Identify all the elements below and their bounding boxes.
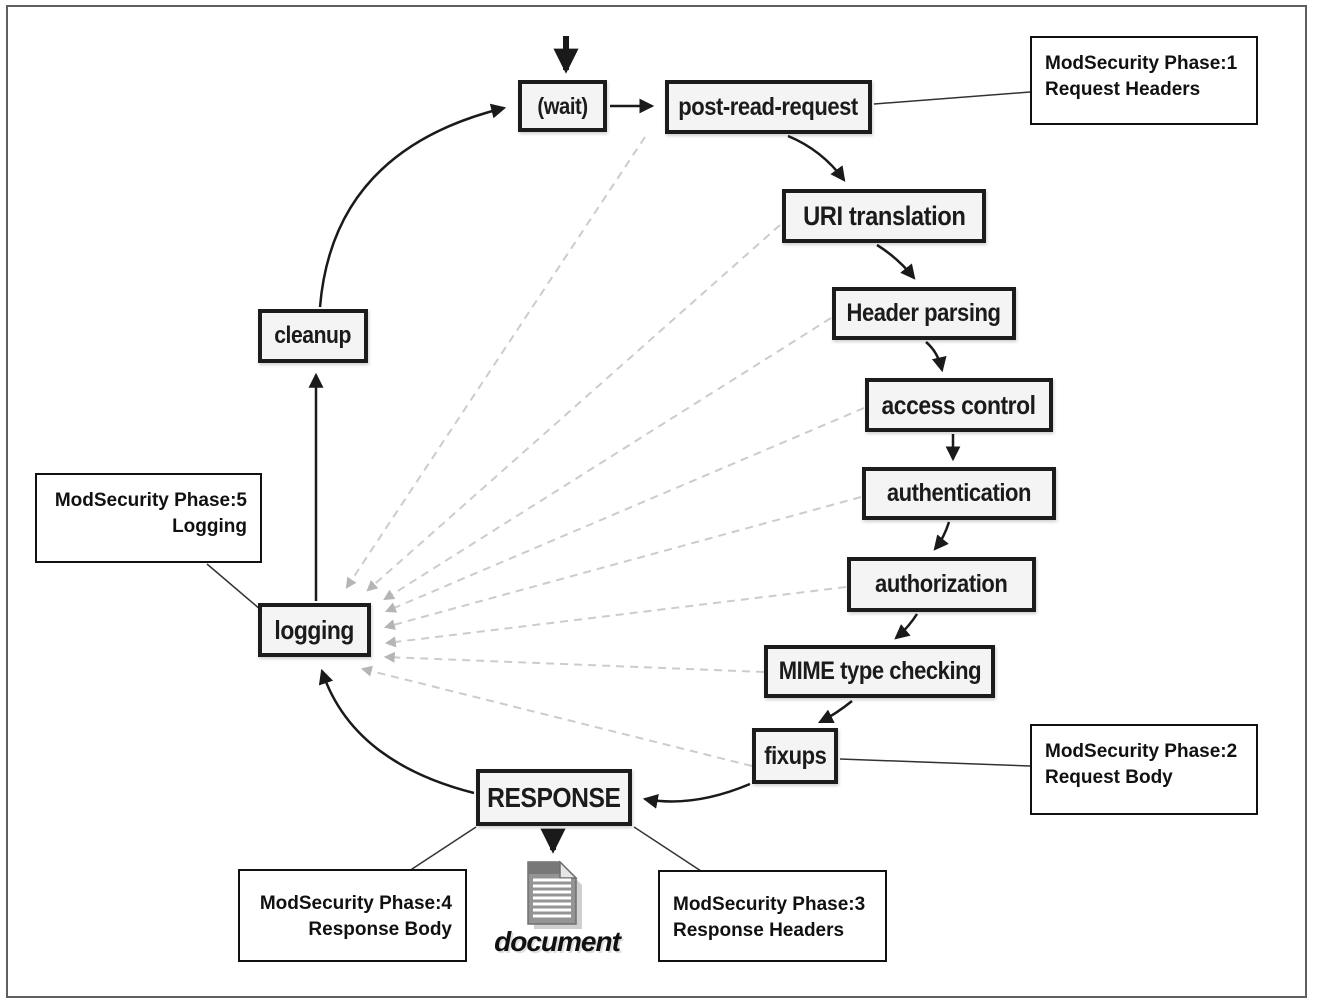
dashed-access-control-to-logging — [384, 407, 865, 613]
dashed-header-parsing-to-logging — [383, 317, 832, 601]
annotation-phase2: ModSecurity Phase:2 Request Body — [1030, 724, 1258, 815]
node-cleanup: cleanup — [258, 309, 368, 363]
node-authorization: authorization — [847, 557, 1036, 612]
annotation-phase1-line1: ModSecurity Phase:1 — [1045, 53, 1238, 74]
node-logging-label: logging — [274, 614, 355, 645]
node-uri-translation-label: URI translation — [802, 200, 966, 231]
annotation-phase3-line1: ModSecurity Phase:3 — [673, 894, 866, 915]
node-mime-type-checking: MIME type checking — [764, 645, 995, 698]
node-post-read-request-label: post-read-request — [678, 92, 859, 121]
node-access-control: access control — [865, 378, 1053, 432]
node-mime-type-checking-label: MIME type checking — [778, 657, 981, 685]
arrow-uri-translation-to-header-parsing — [876, 243, 916, 280]
dashed-post-read-request-to-logging — [345, 136, 646, 589]
node-response-label: RESPONSE — [487, 781, 621, 813]
node-header-parsing: Header parsing — [832, 287, 1016, 340]
arrow-response-to-logging — [318, 668, 475, 795]
node-wait: (wait) — [518, 80, 607, 132]
annotation-phase3-line2: Response Headers — [673, 920, 845, 941]
leader-response-to-phase3 — [633, 826, 702, 872]
arrow-mime-type-checking-to-fixups — [817, 700, 853, 724]
node-authentication: authentication — [862, 467, 1056, 520]
annotation-phase5-line2: Logging — [172, 516, 247, 537]
annotation-phase4-line2: Response Body — [308, 919, 452, 940]
dashed-mime-type-checking-to-logging — [383, 651, 765, 673]
annotation-phase5: ModSecurity Phase:5 Logging — [35, 473, 262, 563]
document-label: document — [494, 926, 621, 957]
node-uri-translation: URI translation — [782, 189, 986, 243]
node-authorization-label: authorization — [875, 570, 1008, 598]
dashed-authentication-to-logging — [383, 496, 862, 630]
dashed-uri-translation-to-logging — [366, 224, 781, 592]
dashed-fixups-to-logging — [360, 665, 753, 767]
node-authentication-label: authentication — [886, 479, 1032, 507]
leader-phase5-to-logging — [206, 563, 262, 611]
annotation-phase4-line1: ModSecurity Phase:4 — [259, 893, 452, 914]
document-icon — [527, 860, 582, 929]
diagram-frame — [6, 5, 1307, 998]
node-post-read-request: post-read-request — [665, 80, 872, 134]
annotation-phase1-line2: Request Headers — [1045, 79, 1201, 100]
arrow-authentication-to-authorization — [933, 521, 951, 551]
node-fixups-label: fixups — [763, 741, 827, 770]
annotation-phase3: ModSecurity Phase:3 Response Headers — [658, 870, 887, 962]
annotation-phase1: ModSecurity Phase:1 Request Headers — [1030, 36, 1258, 125]
annotation-phase5-line1: ModSecurity Phase:5 — [54, 490, 247, 511]
arrow-cleanup-to-wait — [318, 103, 507, 308]
node-header-parsing-label: Header parsing — [846, 299, 1001, 327]
node-wait-label: (wait) — [537, 92, 588, 119]
arrow-post-read-request-to-uri-translation — [787, 134, 846, 182]
arrow-header-parsing-to-access-control — [925, 341, 947, 373]
annotation-phase4: ModSecurity Phase:4 Response Body — [238, 869, 467, 962]
node-access-control-label: access control — [881, 389, 1037, 420]
arrow-fixups-to-response — [642, 782, 751, 809]
node-logging: logging — [258, 603, 371, 657]
leader-response-to-phase4 — [408, 826, 477, 872]
node-fixups: fixups — [752, 728, 838, 784]
dashed-authorization-to-logging — [384, 586, 847, 648]
annotation-phase2-line1: ModSecurity Phase:2 — [1045, 741, 1238, 762]
leader-post-read-request-to-phase1 — [873, 91, 1031, 105]
node-response: RESPONSE — [476, 769, 632, 826]
arrow-authorization-to-mime-type-checking — [894, 613, 919, 640]
node-cleanup-label: cleanup — [274, 322, 352, 349]
annotation-phase2-line2: Request Body — [1045, 767, 1173, 788]
leader-fixups-to-phase2 — [839, 758, 1031, 767]
